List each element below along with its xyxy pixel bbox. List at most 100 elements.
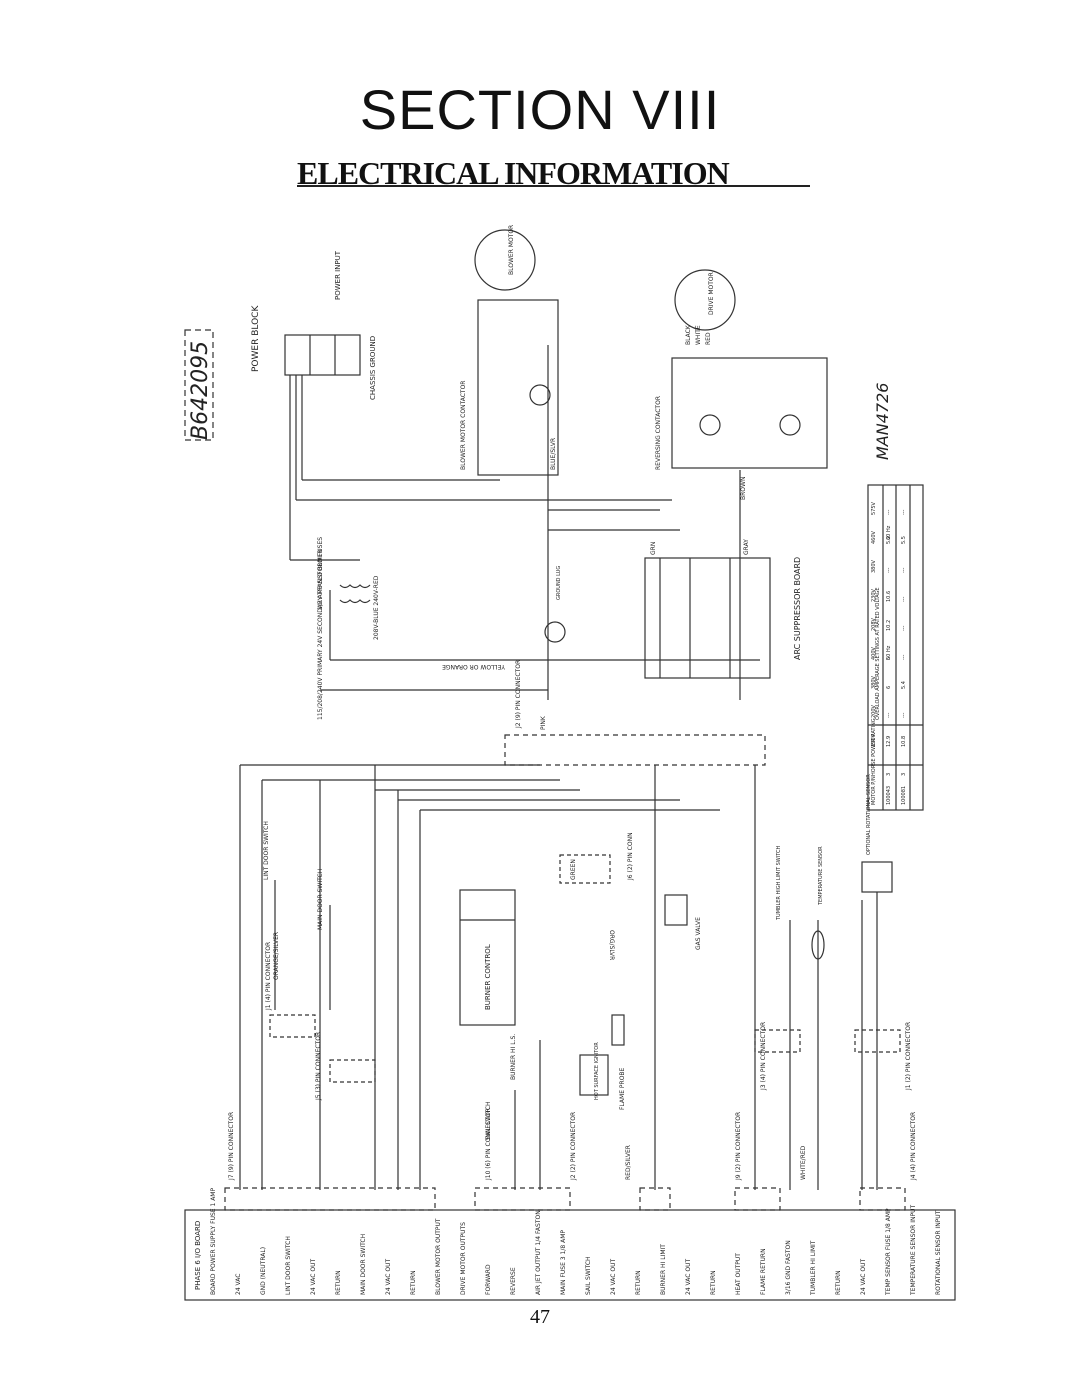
burner-hi-ls-label: BURNER HI L.S.: [510, 1034, 517, 1080]
power-block-title: POWER BLOCK: [251, 305, 261, 372]
io-board-row-label: TEMP SENSOR FUSE 1/8 AMP: [885, 1208, 892, 1296]
io-board-row-label: 24 VAC OUT: [860, 1259, 867, 1295]
overload-table-cell: 3: [901, 773, 907, 776]
io-board-row-label: REVERSE: [510, 1267, 517, 1295]
page-number: 47: [530, 1306, 550, 1328]
burner-control-label: BURNER CONTROL: [484, 944, 492, 1010]
io-board-row-label: MAIN FUSE 3 1/8 AMP: [560, 1230, 567, 1295]
wire-label-yellow-orange: YELLOW OR ORANGE: [442, 663, 506, 670]
io-board-row-label: RETURN: [335, 1270, 342, 1295]
io-board-row-label: BURNER HI LIMIT: [660, 1244, 667, 1295]
transformer-coil: [339, 584, 371, 589]
overload-table-header: HORSE POWER RATING: [871, 718, 877, 776]
blower-motor-label: BLOWER MOTOR: [508, 225, 515, 275]
io-board-row-label: MAIN DOOR SWITCH: [360, 1234, 367, 1295]
overload-table-cell: 100043: [886, 786, 892, 805]
j5-connector-label: J5 (3) PIN CONNECTOR: [315, 1032, 322, 1101]
tumbler-high-limit-label: TUMBLER HIGH LIMIT SWITCH: [776, 846, 782, 921]
section-title: SECTION VIII: [359, 78, 721, 141]
io-board-row-label: BLOWER MOTOR OUTPUT: [435, 1218, 442, 1295]
wire-label-orange-silver: ORANGE/SILVER: [273, 932, 280, 980]
transformer-note: 208V-BLUE 240V-RED: [373, 575, 380, 640]
wire-label-red-silver: RED/SILVER: [625, 1145, 632, 1180]
io-board-row-label: GND (NEUTRAL): [260, 1247, 267, 1295]
main-door-switch-label: MAIN DOOR SWITCH: [317, 869, 324, 930]
overload-table-cell: ---: [901, 625, 907, 631]
overload-table-cell: ---: [901, 712, 907, 718]
io-board-row-label: RETURN: [835, 1270, 842, 1295]
overload-table-header: MOTOR P/N: [871, 776, 877, 805]
page-heading: ELECTRICAL INFORMATION: [297, 155, 730, 191]
overload-table-cell: 10.2: [886, 620, 892, 631]
flame-probe-label: FLAME PROBE: [619, 1067, 626, 1110]
overload-table-header: 460V: [871, 530, 877, 544]
manual-number: MAN4726: [873, 383, 892, 460]
io-board-row-label: 3/16 GND FASTON: [785, 1240, 792, 1295]
io-board-row-label: SAIL SWITCH: [585, 1256, 592, 1295]
overload-table-cell: 10.6: [886, 591, 892, 602]
io-board-title: PHASE 6 I/O BOARD: [194, 1221, 202, 1290]
ignitor-label: HOT SURFACE IGNITOR: [594, 1042, 600, 1100]
j6-connector-label: J6 (2) PIN CONN: [627, 832, 634, 881]
blower-motor-symbol: [474, 229, 536, 291]
io-board-row-label: HEAT OUTPUT: [735, 1253, 742, 1295]
blower-contactor: [477, 299, 559, 476]
overload-table-cell: 6: [886, 657, 892, 660]
io-board-row-label: FLAME RETURN: [760, 1248, 767, 1295]
lint-door-switch-label: LINT DOOR SWITCH: [263, 821, 270, 880]
power-block: [284, 334, 361, 376]
io-board-row-label: AIR JET OUTPUT 1/4 FASTON: [535, 1210, 542, 1295]
drawing-number-box: [184, 329, 214, 441]
io-board-row-label: BOARD POWER SUPPLY FUSE 1 AMP: [210, 1188, 217, 1295]
overload-table-cell: ---: [901, 596, 907, 602]
io-board-row-label: TUMBLER HI LIMIT: [810, 1240, 817, 1296]
overload-table-header: 400V: [871, 646, 877, 660]
wire-label-gray: GRAY: [743, 539, 750, 555]
io-board-row-label: 24 VAC OUT: [310, 1259, 317, 1295]
overload-table-cell: ---: [886, 509, 892, 515]
j3-connector-label: J3 (4) PIN CONNECTOR: [760, 1022, 767, 1091]
overload-table-header: 575V: [871, 501, 877, 515]
overload-table-cell: 12.9: [886, 736, 892, 747]
overload-table-cell: 5.5: [901, 536, 907, 544]
io-board-row-label: LINT DOOR SWITCH: [285, 1236, 292, 1295]
gas-valve-label: GAS VALVE: [695, 917, 702, 950]
rotational-sensor-label: OPTIONAL ROTATIONAL SENSOR: [866, 774, 872, 855]
io-board-row-label: RETURN: [410, 1270, 417, 1295]
j10-connector-label: J10 (6) PIN CONNECTOR: [485, 1108, 492, 1181]
io-board-row-label: TEMPERATURE SENSOR INPUT: [910, 1205, 917, 1296]
overload-table-header: 230V: [871, 588, 877, 602]
wire-label-white-red: WHITE/RED: [800, 1145, 807, 1180]
j1-connector-label: J1 (4) PIN CONNECTOR: [265, 942, 272, 1011]
ground-lug-symbol: [544, 621, 566, 643]
j10-connector-box: [474, 1187, 571, 1211]
blower-contactor-label: BLOWER MOTOR CONTACTOR: [460, 381, 467, 470]
io-board-row-label: RETURN: [635, 1270, 642, 1295]
rotational-sensor-box: [861, 861, 893, 893]
wire-label-blue-slvr: BLUE/SLVR: [550, 438, 557, 470]
drawing-number: B642095: [188, 341, 213, 440]
overload-table-group-header: 60 Hz: [886, 525, 892, 540]
wire-label-black: BLACK: [685, 324, 692, 345]
overload-table-header: 380V: [871, 675, 877, 689]
overload-table-header: 200V: [871, 704, 877, 718]
overload-table-cell: 100081: [901, 786, 907, 805]
overload-table-group-header: 50 Hz: [886, 645, 892, 660]
io-board-row-label: RETURN: [710, 1270, 717, 1295]
wire-label-red: RED: [705, 332, 712, 345]
io-board-row-label: FORWARD: [485, 1264, 492, 1295]
reversing-contactor-label: REVERSING CONTACTOR: [655, 396, 662, 470]
io-board-row-label: 24 VAC OUT: [685, 1259, 692, 1295]
overload-table-title: OVERLOAD AMPERAGE SETTINGS AT RATED VOLT…: [875, 587, 881, 720]
fuses-label: 1/2 AMP SLO BLO FUSES: [317, 537, 324, 610]
overload-table-cell: 5.4: [901, 681, 907, 689]
gas-valve-box: [664, 894, 688, 926]
overload-table-cell: ---: [901, 654, 907, 660]
j4-connector-label: J4 (4) PIN CONNECTOR: [910, 1112, 917, 1181]
overload-table-header: 190V: [871, 733, 877, 747]
wire-label-org-slvr: ORG/SLVR: [608, 930, 615, 960]
io-board-row-label: 24 VAC OUT: [610, 1259, 617, 1295]
